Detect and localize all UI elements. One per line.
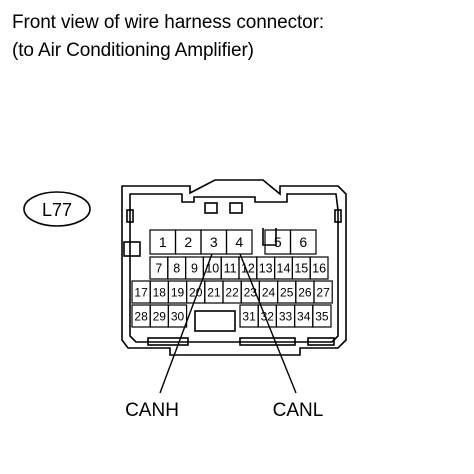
latch-slot	[204, 202, 218, 214]
pin-cell	[312, 304, 332, 328]
pin-number-8: 8	[173, 262, 180, 276]
key-notch	[262, 228, 277, 246]
pin-number-15: 15	[294, 262, 308, 276]
side-tab	[126, 209, 134, 223]
connector-code-label: L77	[42, 200, 72, 220]
connector-housing	[121, 179, 347, 356]
pin-number-7: 7	[155, 262, 162, 276]
pin-number-18: 18	[153, 285, 167, 299]
leader-line-canh	[159, 253, 213, 394]
pin-number-10: 10	[205, 262, 219, 276]
center-lock	[194, 310, 236, 332]
pin-number-16: 16	[312, 262, 326, 276]
pin-number-33: 33	[279, 309, 293, 323]
bottom-rail	[147, 337, 189, 346]
pin-number-13: 13	[259, 262, 273, 276]
pin-number-29: 29	[153, 309, 167, 323]
housing-outer-shell	[121, 179, 347, 356]
title-line-2: (to Air Conditioning Amplifier)	[12, 40, 254, 61]
pin-number-2: 2	[184, 234, 192, 250]
pin-number-1: 1	[159, 234, 167, 250]
pin-number-21: 21	[207, 285, 221, 299]
signal-label-canh: CANH	[125, 400, 179, 421]
pin-number-31: 31	[242, 309, 256, 323]
pin-number-6: 6	[299, 234, 307, 250]
title-line-1: Front view of wire harness connector:	[12, 12, 325, 33]
pin-cell	[313, 280, 333, 304]
side-key	[123, 241, 141, 257]
signal-label-canl: CANL	[273, 400, 324, 421]
pin-number-9: 9	[191, 262, 198, 276]
pin-cell	[167, 304, 188, 328]
pin-number-34: 34	[297, 309, 311, 323]
latch-slot	[229, 202, 243, 214]
pin-number-3: 3	[210, 234, 218, 250]
pin-cell	[309, 256, 329, 280]
leader-line-canl	[239, 253, 297, 394]
pin-number-30: 30	[171, 309, 185, 323]
pin-number-5: 5	[274, 234, 282, 250]
pin-number-4: 4	[235, 234, 243, 250]
connector-code-badge: L77	[23, 191, 91, 227]
pin-number-14: 14	[277, 262, 291, 276]
pin-number-26: 26	[298, 285, 312, 299]
side-tab	[334, 209, 342, 223]
pin-number-19: 19	[171, 285, 185, 299]
pin-number-35: 35	[315, 309, 329, 323]
pin-cell	[225, 229, 253, 255]
pin-number-11: 11	[224, 262, 237, 276]
pin-number-27: 27	[316, 285, 330, 299]
connector-code-oval	[23, 191, 91, 227]
bottom-rail	[307, 337, 335, 346]
leader-lines	[159, 253, 297, 394]
housing-inner-shell	[129, 193, 339, 343]
pin-number-28: 28	[134, 309, 148, 323]
pin-number-22: 22	[225, 285, 239, 299]
bottom-rail	[239, 337, 296, 346]
pin-cell	[289, 229, 317, 255]
pin-number-17: 17	[134, 285, 148, 299]
pin-number-24: 24	[262, 285, 276, 299]
pin-number-25: 25	[280, 285, 294, 299]
